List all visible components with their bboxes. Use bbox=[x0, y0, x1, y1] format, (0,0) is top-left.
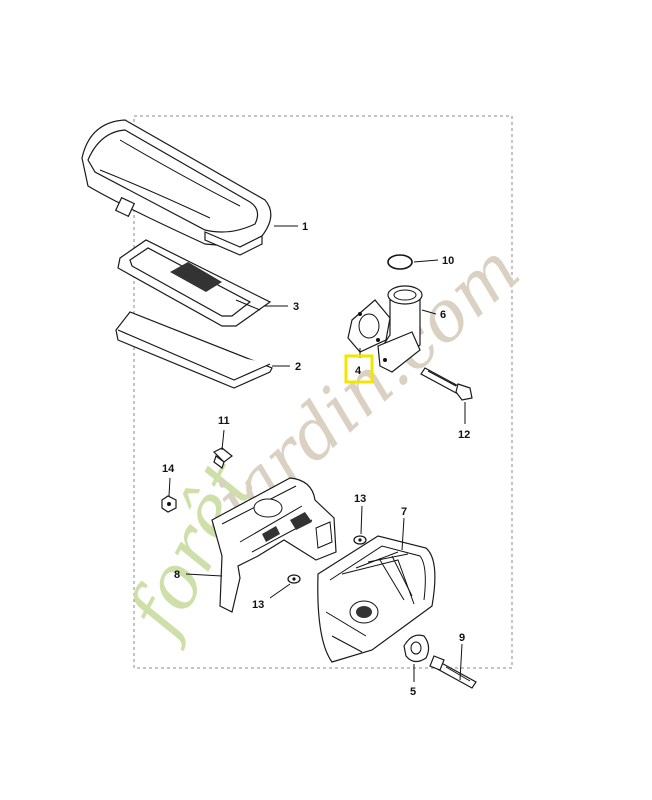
callout-label-6[interactable]: 6 bbox=[440, 309, 446, 321]
part-bolt-small bbox=[212, 447, 233, 469]
part-washer-upper bbox=[353, 535, 367, 545]
callout-label-14[interactable]: 14 bbox=[162, 463, 175, 475]
callout-label-11[interactable]: 11 bbox=[218, 415, 230, 427]
part-foam-filter bbox=[115, 311, 273, 389]
callout-label-9[interactable]: 9 bbox=[459, 632, 465, 644]
part-nut bbox=[161, 495, 177, 513]
part-intake-elbow bbox=[377, 285, 423, 373]
callout-label-5[interactable]: 5 bbox=[410, 686, 416, 698]
callout-label-13-lower[interactable]: 13 bbox=[252, 599, 264, 611]
callout-label-12[interactable]: 12 bbox=[458, 429, 470, 441]
part-bolt-long bbox=[420, 367, 473, 401]
leader-lines bbox=[168, 225, 466, 682]
part-gasket bbox=[347, 299, 391, 353]
callout-label-10[interactable]: 10 bbox=[442, 255, 454, 267]
callout-label-2[interactable]: 2 bbox=[295, 361, 301, 373]
callout-label-1[interactable]: 1 bbox=[302, 221, 308, 233]
part-pre-filter bbox=[117, 239, 272, 327]
part-exhaust-gasket bbox=[403, 634, 430, 663]
callouts: 1 2 3 4 5 6 7 8 9 10 11 12 13 13 14 bbox=[162, 221, 470, 698]
part-air-filter-cover bbox=[81, 119, 272, 256]
callout-label-4[interactable]: 4 bbox=[355, 365, 362, 377]
callout-label-7[interactable]: 7 bbox=[401, 506, 407, 518]
callout-label-3[interactable]: 3 bbox=[293, 301, 299, 313]
part-stud bbox=[429, 655, 477, 689]
callout-label-13-upper[interactable]: 13 bbox=[354, 493, 366, 505]
part-heat-shield bbox=[211, 477, 337, 613]
part-muffler bbox=[317, 535, 436, 663]
part-washer-lower bbox=[287, 574, 301, 584]
diagram-frame bbox=[133, 115, 513, 669]
callout-highlight-part-4 bbox=[344, 354, 374, 384]
callout-label-8[interactable]: 8 bbox=[174, 569, 180, 581]
part-o-ring bbox=[387, 254, 413, 270]
